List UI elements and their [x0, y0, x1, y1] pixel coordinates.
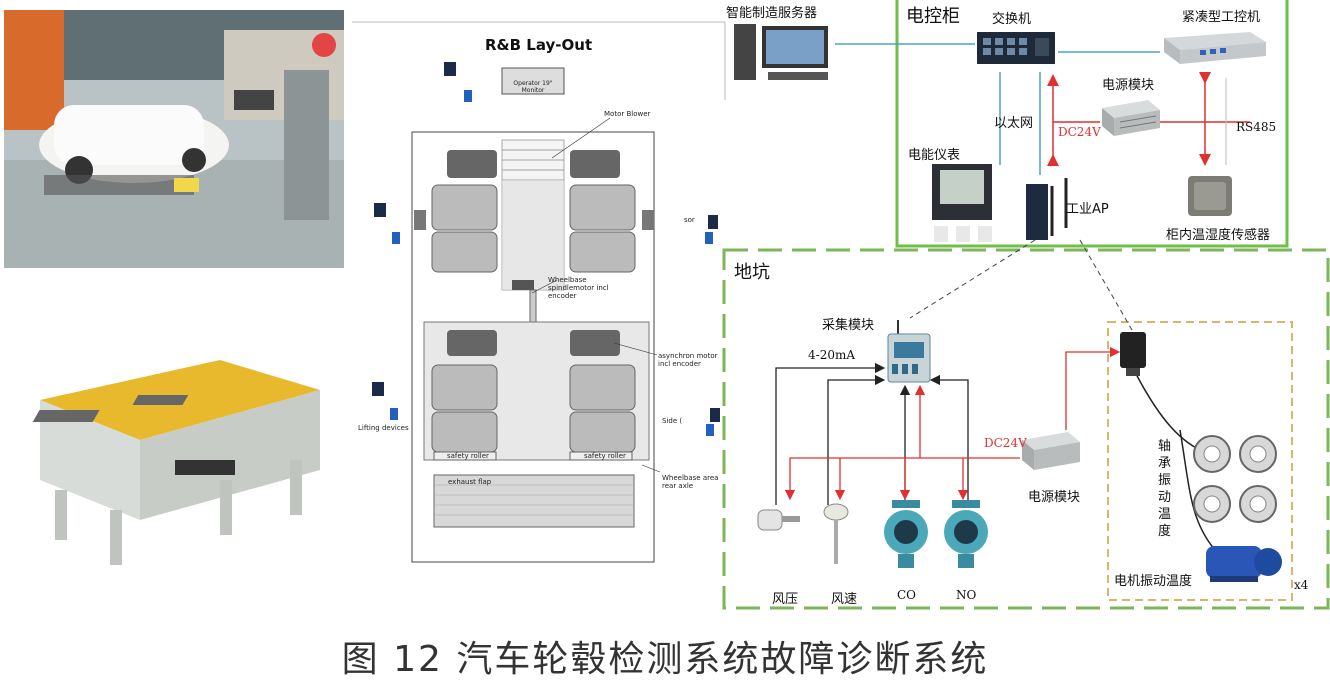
cabinet-power-module-label: 电源模块	[1102, 78, 1155, 93]
asynchron-motor-label: asynchron motor incl encoder	[658, 352, 718, 368]
no-sensor-icon	[944, 500, 988, 568]
layout-title: R&B Lay-Out	[485, 36, 593, 54]
acq-module-label: 采集模块	[822, 318, 875, 333]
motor-icon	[1206, 546, 1282, 582]
signal-4-20ma-label: 4-20mA	[808, 348, 856, 362]
motor-vibration-label: 电机振动温度	[1114, 574, 1193, 589]
safety-roller-left-label: safety roller	[447, 452, 489, 460]
sensor-label-co: CO	[897, 588, 917, 602]
bearing-vibration-label: 轴承振动温度	[1158, 439, 1172, 539]
industrial-ap-icon	[1026, 178, 1068, 240]
ipc-icon	[1164, 32, 1266, 64]
energy-meter-label: 电能仪表	[908, 148, 961, 163]
sensor-right-label: sor	[684, 216, 695, 224]
switch-icon	[977, 32, 1055, 64]
motor-blower-label: Motor Blower	[604, 110, 651, 118]
rb-layout-panel: R&B Lay-Out Operator 19" Monitor Motor B…	[352, 10, 727, 580]
vibration-transmitter-icon	[1120, 332, 1146, 376]
server-label: 智能制造服务器	[726, 6, 818, 21]
sensor-label-wind-pressure: 风压	[772, 592, 799, 607]
wheelbase-area-label: Wheelbase area rear axle	[662, 474, 719, 490]
temp-humidity-sensor-icon	[1188, 176, 1232, 216]
wind-pressure-sensor-icon	[757, 509, 800, 531]
industrial-ap-label: 工业AP	[1066, 202, 1109, 217]
roller-test-bench-photo	[20, 340, 330, 580]
switch-label: 交换机	[992, 12, 1032, 27]
exhaust-flap-label: exhaust flap	[448, 478, 492, 486]
sensor-label-wind-speed: 风速	[831, 592, 858, 607]
x4-label: x4	[1294, 578, 1309, 592]
pit-power-module-label: 电源模块	[1028, 490, 1081, 505]
temp-sensor-label: 柜内温湿度传感器	[1166, 228, 1271, 243]
bearing-icons	[1193, 435, 1277, 523]
spindlemotor-label: Wheelbase spindlemotor incl encoder	[548, 276, 609, 300]
co-sensor-icon	[884, 500, 928, 568]
side-label: Side (	[662, 417, 683, 425]
server-icon	[734, 24, 828, 80]
pit-title: 地坑	[734, 262, 770, 283]
operator-monitor-label: Operator 19" Monitor	[513, 80, 553, 94]
rs485-label: RS485	[1236, 120, 1277, 134]
wind-speed-sensor-icon	[823, 503, 849, 564]
pit-power-module-icon	[1022, 432, 1080, 470]
sensor-label-no: NO	[956, 588, 977, 602]
ipc-label: 紧凑型工控机	[1182, 10, 1261, 25]
ethernet-label: 以太网	[994, 116, 1034, 131]
safety-roller-right-label: safety roller	[584, 452, 626, 460]
cabinet-dc24v-label: DC24V	[1058, 125, 1101, 139]
pit-dc24v-label: DC24V	[984, 436, 1027, 450]
lifting-devices-label: Lifting devices	[358, 424, 409, 432]
car-on-test-stand-photo	[4, 10, 344, 268]
cabinet-power-module-icon	[1102, 100, 1160, 136]
cabinet-title: 电控柜	[906, 6, 960, 27]
energy-meter-icon	[932, 164, 992, 242]
figure-caption: 图 12 汽车轮毂检测系统故障诊断系统	[341, 639, 989, 680]
acquisition-module-icon	[887, 320, 931, 383]
